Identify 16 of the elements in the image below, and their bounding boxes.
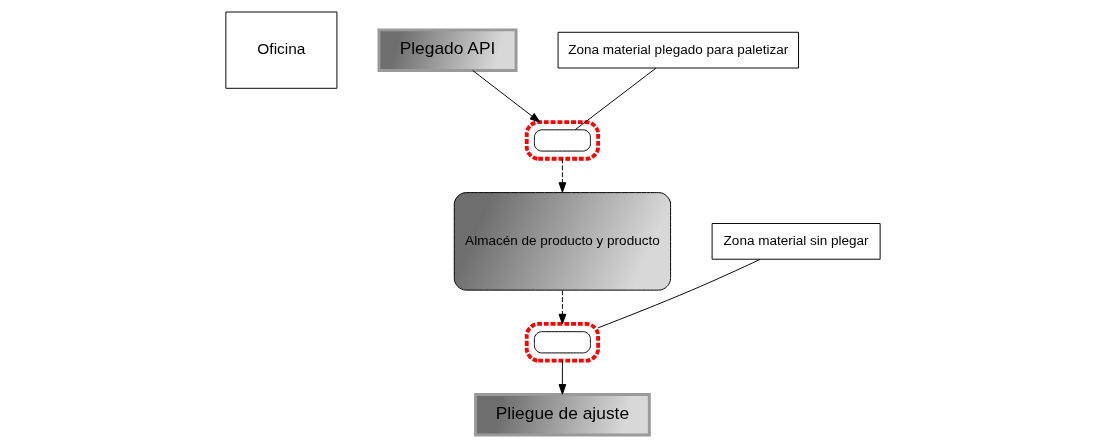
node-box: Pliegue de ajuste: [473, 393, 651, 437]
arrow: [558, 360, 566, 395]
node-box: Zona material sin plegar: [711, 223, 881, 260]
cluster: [524, 322, 600, 363]
arrow: [471, 70, 540, 123]
cluster: [524, 120, 600, 161]
node-box: Plegado API: [377, 28, 517, 72]
node-box: [533, 129, 591, 152]
node-box: Zona material plegado para paletizar: [557, 31, 799, 69]
node-box: [533, 331, 591, 354]
connector: [574, 67, 656, 131]
node-box: Oficina: [224, 11, 337, 89]
connector: [597, 258, 761, 329]
arrow: [558, 158, 566, 193]
arrow: [558, 289, 566, 325]
node-box: Almacén de producto y producto: [453, 192, 671, 291]
